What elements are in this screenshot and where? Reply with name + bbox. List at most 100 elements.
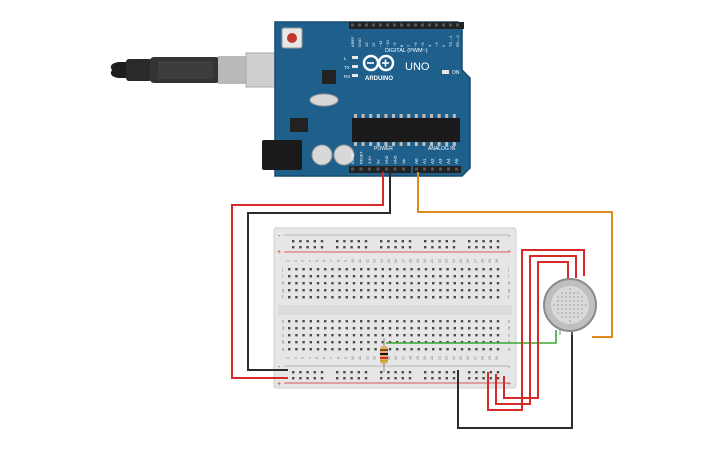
rail-minus-top-right: - bbox=[508, 233, 511, 240]
column-number: 1 bbox=[286, 260, 290, 262]
digital-pin-label: AREF bbox=[350, 36, 355, 47]
digital-pin-label: 7 bbox=[406, 44, 411, 47]
column-number: 7 bbox=[329, 260, 333, 262]
digital-pin-label: ~11 bbox=[378, 40, 383, 47]
model-label: UNO bbox=[405, 61, 430, 73]
power-pin-label: Vin bbox=[402, 159, 406, 164]
column-number: 6 bbox=[322, 260, 326, 262]
column-number: 19 bbox=[416, 259, 420, 263]
wires bbox=[231, 172, 613, 429]
column-number: 11 bbox=[358, 259, 362, 263]
gas-sensor[interactable] bbox=[543, 278, 597, 335]
on-led bbox=[442, 70, 449, 74]
column-number: 25 bbox=[459, 259, 463, 263]
column-number: 22 bbox=[437, 259, 441, 263]
breadboard[interactable]: + - + - + - + - 112233445566778899101011… bbox=[273, 227, 517, 389]
column-number: 24 bbox=[452, 259, 456, 263]
digital-pin-label: RX←0 bbox=[455, 34, 460, 47]
column-number: 28 bbox=[481, 356, 485, 360]
wire-sensor-gnd[interactable] bbox=[457, 332, 573, 429]
column-number: 15 bbox=[387, 259, 391, 263]
column-number: 27 bbox=[473, 259, 477, 263]
digital-pin-label: ~10 bbox=[385, 39, 390, 47]
column-number: 20 bbox=[423, 356, 427, 360]
column-number: 10 bbox=[351, 259, 355, 263]
wire-gnd[interactable] bbox=[247, 172, 391, 371]
arduino-logo-icon bbox=[362, 54, 395, 72]
row-letter: c bbox=[508, 333, 510, 338]
column-number: 21 bbox=[430, 356, 434, 360]
wire-sensor-vcc-1[interactable] bbox=[487, 249, 585, 411]
crystal bbox=[309, 93, 339, 107]
column-number: 3 bbox=[301, 357, 305, 359]
column-number: 29 bbox=[488, 356, 492, 360]
column-number: 18 bbox=[409, 356, 413, 360]
usb-cable[interactable] bbox=[110, 52, 287, 88]
column-number: 4 bbox=[308, 357, 312, 359]
column-number: 16 bbox=[394, 259, 398, 263]
row-letter: h bbox=[508, 281, 511, 286]
row-letter: d bbox=[282, 326, 285, 331]
column-number: 8 bbox=[337, 260, 341, 262]
capacitor-1 bbox=[311, 144, 333, 166]
rail-plus-bottom-right: + bbox=[507, 381, 511, 388]
arduino-uno-board[interactable]: ARDUINO UNO ON DIGITAL (PWM~) ANALOG IN … bbox=[262, 21, 471, 177]
column-number: 27 bbox=[473, 356, 477, 360]
column-number: 12 bbox=[365, 356, 369, 360]
row-letter: j bbox=[507, 267, 509, 272]
digital-pin-label: 12 bbox=[371, 42, 376, 47]
led-label: RX bbox=[344, 74, 350, 79]
analog-header[interactable] bbox=[413, 166, 461, 173]
column-number: 16 bbox=[394, 356, 398, 360]
column-number: 24 bbox=[452, 356, 456, 360]
capacitor-2 bbox=[333, 144, 355, 166]
wire-a0-signal[interactable] bbox=[417, 172, 613, 338]
digital-pin-label: ~5 bbox=[420, 42, 425, 47]
digital-pin-label: 13 bbox=[364, 42, 369, 47]
column-number: 26 bbox=[466, 259, 470, 263]
row-letter: g bbox=[282, 288, 285, 293]
column-number: 26 bbox=[466, 356, 470, 360]
rail-minus-top: - bbox=[278, 233, 281, 240]
column-number: 17 bbox=[401, 356, 405, 360]
column-number: 11 bbox=[358, 356, 362, 360]
column-number: 15 bbox=[387, 356, 391, 360]
usb-chip bbox=[322, 70, 336, 84]
power-pin-label: 5V bbox=[377, 159, 381, 164]
wire-sensor-vcc-2[interactable] bbox=[495, 255, 577, 405]
column-number: 7 bbox=[329, 357, 333, 359]
on-label: ON bbox=[452, 70, 460, 76]
column-number: 8 bbox=[337, 357, 341, 359]
row-letter: f bbox=[282, 295, 284, 300]
wire-sensor-link[interactable] bbox=[386, 330, 557, 344]
column-number: 18 bbox=[409, 259, 413, 263]
row-letter: e bbox=[508, 319, 511, 324]
power-header[interactable] bbox=[349, 166, 411, 173]
row-letter: j bbox=[281, 267, 283, 272]
rail-minus-bottom-right: - bbox=[508, 364, 511, 371]
wire-sensor-vcc-3[interactable] bbox=[503, 261, 569, 399]
resistor[interactable] bbox=[380, 338, 388, 372]
led-label: L bbox=[344, 56, 347, 61]
column-number: 22 bbox=[437, 356, 441, 360]
analog-pin-label: A2 bbox=[430, 158, 435, 164]
row-letter: c bbox=[282, 333, 284, 338]
column-number: 14 bbox=[380, 259, 384, 263]
analog-pin-label: A3 bbox=[438, 158, 443, 164]
row-letter: e bbox=[282, 319, 285, 324]
power-pin-label: 3.3V bbox=[368, 156, 372, 164]
analog-header-label: ANALOG IN bbox=[428, 146, 456, 152]
column-number: 13 bbox=[373, 356, 377, 360]
voltage-regulator bbox=[290, 118, 308, 132]
column-number: 13 bbox=[373, 259, 377, 263]
column-number: 9 bbox=[344, 260, 348, 262]
column-number: 9 bbox=[344, 357, 348, 359]
rail-plus-top: + bbox=[277, 249, 281, 256]
row-letter: d bbox=[508, 326, 511, 331]
column-number: 28 bbox=[481, 259, 485, 263]
column-number: 25 bbox=[459, 356, 463, 360]
digital-header[interactable] bbox=[349, 22, 464, 29]
wire-5v-power[interactable] bbox=[231, 172, 384, 379]
rail-minus-bottom: - bbox=[278, 364, 281, 371]
digital-pin-label: TX→1 bbox=[448, 35, 453, 47]
